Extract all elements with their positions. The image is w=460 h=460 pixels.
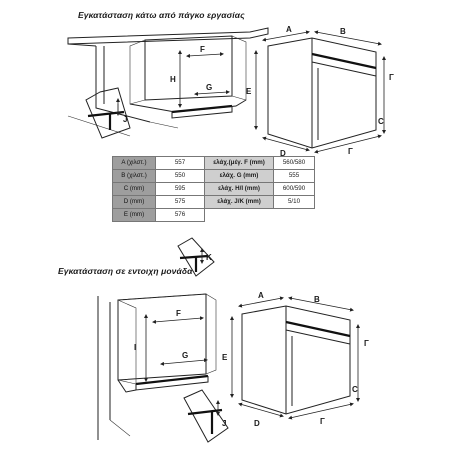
requirement-value: 560/580 — [273, 156, 315, 170]
requirement-label: ελάχ. J/K (mm) — [204, 195, 274, 209]
label-a-top: A — [286, 25, 292, 34]
requirement-label: ελάχ. G (mm) — [204, 169, 274, 183]
label-b-bottom: B — [314, 295, 320, 304]
dimension-value: 557 — [155, 156, 205, 170]
column-cabinet: I F G — [97, 293, 217, 440]
requirement-value: 555 — [273, 169, 315, 183]
label-j-top: J — [123, 115, 127, 124]
label-f-bottom: F — [176, 309, 181, 318]
dimension-label: B (χιλστ.) — [112, 169, 156, 183]
requirement-value: 5/10 — [273, 195, 315, 209]
detail-k-inset: K — [177, 237, 215, 277]
dimension-value: 550 — [155, 169, 205, 183]
label-g-bottom: G — [182, 351, 188, 360]
column-title: Εγκατάσταση σε εντοιχη μονάδα — [58, 266, 193, 276]
label-gamma-top-right: Γ — [389, 73, 394, 82]
requirement-value — [273, 208, 315, 222]
label-k: K — [206, 253, 212, 262]
dimension-label: A (χιλστ.) — [112, 156, 156, 170]
under-counter-title: Εγκατάσταση κάτω από πάγκο εργασίας — [78, 10, 245, 20]
label-d-bottom: D — [254, 419, 260, 428]
requirement-label — [204, 208, 274, 222]
label-j-bottom: J — [222, 419, 226, 428]
label-f: F — [200, 45, 205, 54]
label-gamma-bottom-right: Γ — [364, 339, 369, 348]
dimension-label: E (mm) — [112, 208, 156, 222]
requirement-label: ελάχ.(μέγ. F (mm) — [204, 156, 274, 170]
label-i: I — [134, 343, 136, 352]
label-g: G — [206, 83, 212, 92]
oven-bottom: A B E Γ D Γ C — [222, 291, 369, 428]
label-c-top: C — [378, 117, 384, 126]
dimension-label: D (mm) — [112, 195, 156, 209]
requirement-value: 600/590 — [273, 182, 315, 196]
dimension-value: 576 — [155, 208, 205, 222]
detail-j-inset-bottom: J — [183, 389, 229, 443]
requirement-label: ελάχ. H/I (mm) — [204, 182, 274, 196]
label-d-top: D — [280, 149, 286, 158]
dimension-value: 595 — [155, 182, 205, 196]
label-a-bottom: A — [258, 291, 264, 300]
detail-j-inset-top: J — [85, 87, 131, 139]
label-b-top: B — [340, 27, 346, 36]
dimension-value: 575 — [155, 195, 205, 209]
label-h: H — [170, 75, 176, 84]
label-e-bottom: E — [222, 353, 228, 362]
label-e-top: E — [246, 87, 252, 96]
label-gamma-top-bottom: Γ — [348, 147, 353, 156]
label-gamma-bottom-bottom: Γ — [320, 417, 325, 426]
dimension-label: C (mm) — [112, 182, 156, 196]
dimensions-row: E (mm)576 — [112, 208, 315, 222]
label-c-bottom: C — [352, 385, 358, 394]
oven-top: A B E Γ D Γ C — [246, 25, 394, 158]
under-counter-cabinet: H F G — [67, 27, 269, 137]
